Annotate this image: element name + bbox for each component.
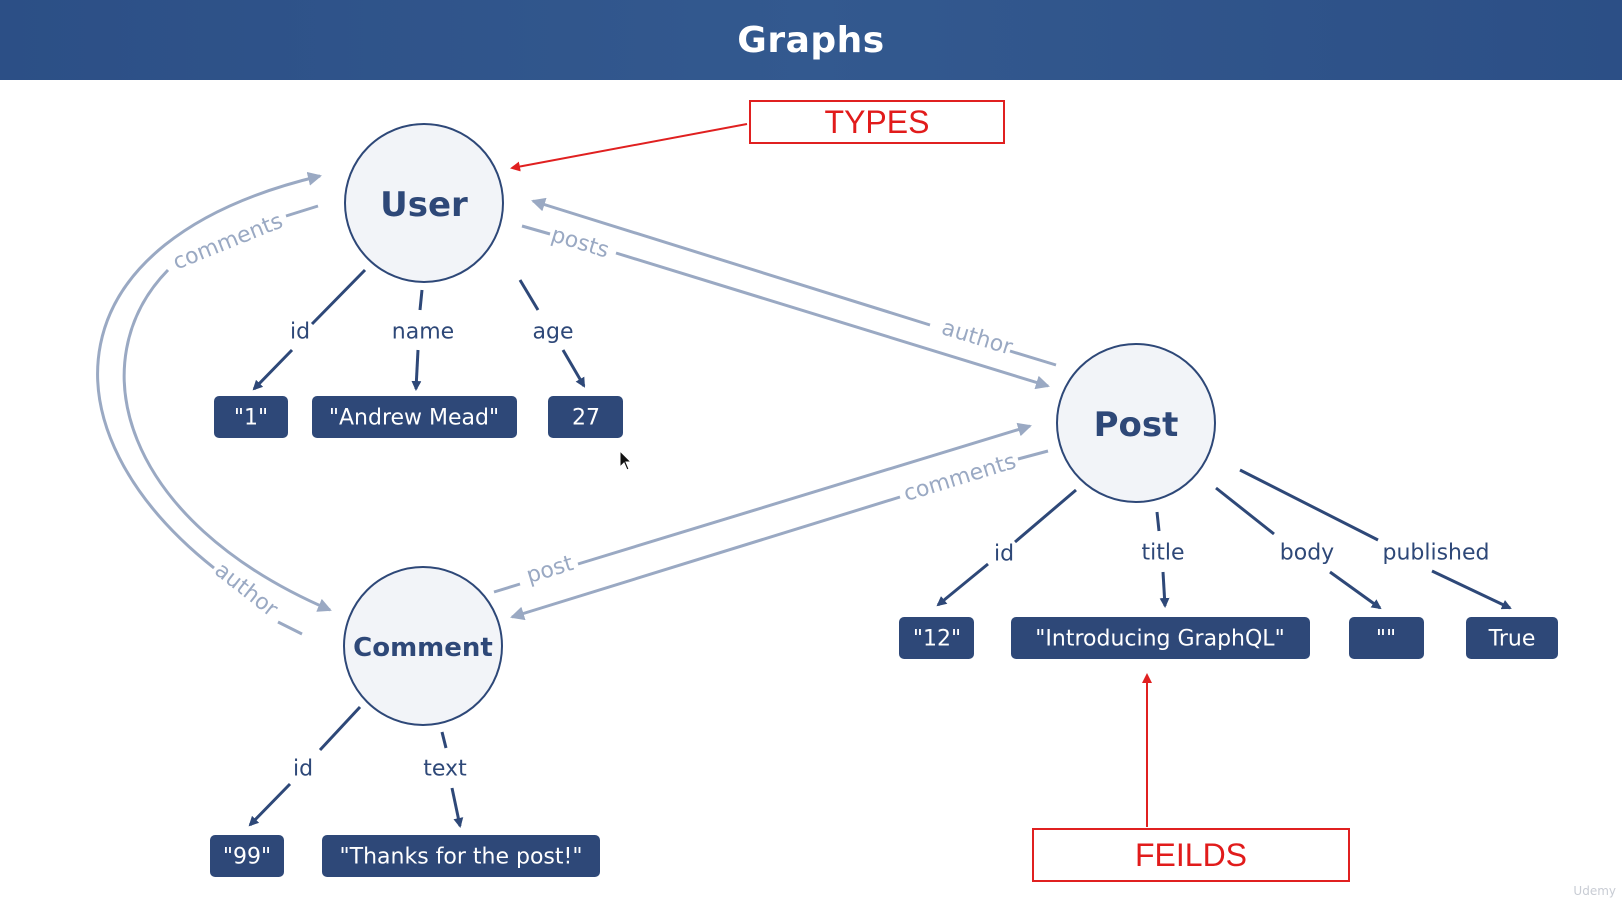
annotation-types: TYPES: [510, 100, 1005, 172]
type-node-post: Post: [1056, 343, 1216, 503]
value-comment-text: "Thanks for the post!": [340, 845, 583, 870]
value-box-comment-text: "Thanks for the post!": [322, 835, 600, 877]
type-label-user: User: [380, 185, 468, 225]
value-user-name: "Andrew Mead": [329, 406, 499, 431]
field-label-comment-text: text: [423, 757, 467, 782]
value-post-published: True: [1488, 627, 1536, 652]
relation-post-comments: comments: [510, 449, 1049, 621]
value-post-body: "": [1376, 627, 1396, 652]
type-node-comment: Comment: [343, 566, 503, 726]
value-box-post-published: True: [1466, 617, 1558, 659]
field-label-user-name: name: [392, 320, 454, 345]
user-field-id: id: [252, 268, 367, 391]
field-label-post-published: published: [1382, 541, 1489, 566]
field-label-post-id: id: [994, 542, 1014, 567]
slide-title: Graphs: [737, 19, 885, 61]
relation-label-author-comment: author: [210, 558, 283, 623]
slide-header: Graphs: [0, 0, 1622, 80]
value-post-title: "Introducing GraphQL": [1035, 627, 1284, 652]
annotation-fields: FEILDS: [1032, 673, 1350, 882]
annotation-fields-label: FEILDS: [1135, 837, 1247, 873]
value-box-post-body: "": [1349, 617, 1424, 659]
field-label-post-title: title: [1141, 541, 1184, 566]
relation-label-author-post: author: [939, 315, 1017, 360]
post-field-published: published: [1239, 468, 1512, 610]
field-label-user-age: age: [533, 320, 574, 345]
value-box-post-id: "12": [899, 617, 974, 659]
value-user-age: 27: [572, 406, 600, 431]
field-label-user-id: id: [290, 320, 310, 345]
relation-label-comments-user: comments: [170, 209, 287, 276]
type-label-comment: Comment: [353, 633, 493, 663]
user-field-name: name: [392, 289, 454, 391]
relation-user-posts: posts: [521, 222, 1050, 390]
value-box-user-age: 27: [548, 396, 623, 438]
comment-field-id: id: [248, 705, 362, 827]
field-label-post-body: body: [1280, 541, 1334, 566]
value-post-id: "12": [913, 627, 961, 652]
relation-label-posts: posts: [548, 222, 612, 263]
value-comment-id: "99": [223, 845, 271, 870]
watermark: Udemy: [1573, 884, 1616, 898]
post-field-title: title: [1141, 511, 1185, 608]
user-field-age: age: [518, 279, 586, 388]
value-box-comment-id: "99": [210, 835, 284, 877]
post-field-body: body: [1215, 486, 1382, 610]
post-field-id: id: [936, 488, 1077, 607]
relation-label-post: post: [524, 551, 577, 589]
type-node-user: User: [344, 123, 504, 283]
value-user-id: "1": [234, 406, 268, 431]
annotation-types-label: TYPES: [825, 104, 930, 140]
value-box-user-name: "Andrew Mead": [312, 396, 517, 438]
relation-comment-post: post: [493, 422, 1032, 594]
type-label-post: Post: [1094, 405, 1179, 445]
comment-field-text: text: [423, 731, 467, 828]
value-box-user-id: "1": [214, 396, 288, 438]
field-label-comment-id: id: [293, 757, 313, 782]
value-box-post-title: "Introducing GraphQL": [1011, 617, 1310, 659]
mouse-cursor-icon: [619, 450, 633, 471]
relation-label-comments-post: comments: [901, 449, 1019, 507]
relation-post-author: author: [531, 197, 1057, 367]
